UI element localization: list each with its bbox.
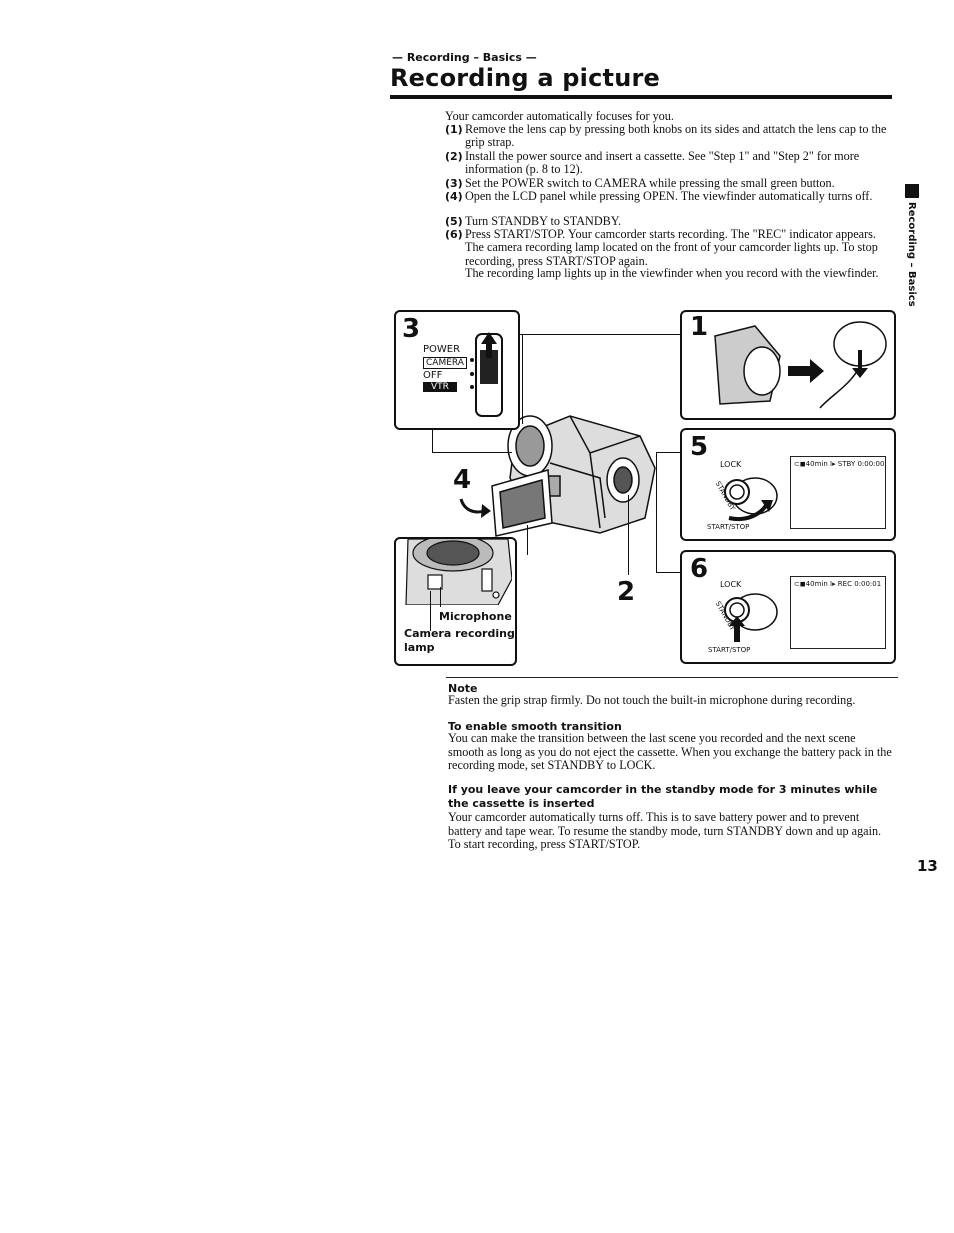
camcorder-illustration bbox=[491, 415, 656, 537]
step-3: (3) Set the POWER switch to CAMERA while… bbox=[445, 176, 890, 190]
connector-line bbox=[656, 452, 680, 453]
panel-2-number: 2 bbox=[617, 577, 636, 607]
step-4: (4) Open the LCD panel while pressing OP… bbox=[445, 189, 890, 203]
running-head: — Recording – Basics — bbox=[392, 51, 537, 64]
start-stop-button-icon bbox=[724, 593, 778, 642]
side-tab-label: Recording – Basics bbox=[906, 202, 917, 307]
step-text: Install the power source and insert a ca… bbox=[465, 149, 860, 177]
step-number: (3) bbox=[445, 177, 463, 190]
smooth-transition-text: You can make the transition between the … bbox=[448, 731, 892, 773]
camera-recording-lamp-label-2: lamp bbox=[404, 641, 435, 654]
lock-label: LOCK bbox=[720, 460, 742, 469]
vtr-label: VTR bbox=[423, 382, 457, 392]
panel-number: 6 bbox=[690, 554, 709, 584]
note-rule bbox=[446, 677, 898, 678]
standby-mode-heading: If you leave your camcorder in the stand… bbox=[448, 783, 878, 810]
step-6: (6) Press START/STOP. Your camcorder sta… bbox=[445, 227, 890, 268]
screen-readout: ⊂◼40min I▸ STBY 0:00:00 bbox=[794, 460, 885, 468]
off-label: OFF bbox=[423, 370, 443, 381]
connector-line bbox=[432, 428, 433, 453]
start-stop-label: START/STOP bbox=[707, 523, 750, 531]
step-number: (2) bbox=[445, 150, 463, 163]
viewfinder-screen: ⊂◼40min I▸ REC 0:00:01 bbox=[790, 576, 886, 649]
connector-line bbox=[432, 452, 512, 453]
connector-line bbox=[527, 525, 528, 555]
callout-line bbox=[440, 587, 441, 607]
smooth-transition-heading: To enable smooth transition bbox=[448, 720, 622, 733]
standby-dial-icon bbox=[724, 477, 778, 521]
intro-text: Your camcorder automatically focuses for… bbox=[445, 109, 674, 123]
step-5: (5) Turn STANDBY to STANDBY. bbox=[445, 214, 890, 228]
step-text: Set the POWER switch to CAMERA while pre… bbox=[465, 176, 835, 190]
panel-6: 6 LOCK STANDBY START/STOP ⊂◼40min I▸ REC… bbox=[680, 550, 896, 664]
note-text: Fasten the grip strap firmly. Do not tou… bbox=[448, 693, 856, 707]
callout-line bbox=[430, 591, 431, 631]
step-2: (2) Install the power source and insert … bbox=[445, 149, 890, 177]
screen-readout: ⊂◼40min I▸ REC 0:00:01 bbox=[794, 580, 882, 588]
step-number: (6) bbox=[445, 228, 463, 241]
start-stop-label: START/STOP bbox=[708, 646, 751, 654]
panel-1: 1 bbox=[680, 310, 896, 420]
panel-3: 3 POWER CAMERA OFF VTR bbox=[394, 310, 520, 430]
step-text: Turn STANDBY to STANDBY. bbox=[465, 214, 622, 228]
page-number: 13 bbox=[917, 857, 938, 875]
step-6-note: The recording lamp lights up in the view… bbox=[445, 266, 890, 280]
connector-line bbox=[522, 334, 523, 424]
step-1: (1) Remove the lens cap by pressing both… bbox=[445, 122, 890, 150]
connector-line bbox=[628, 495, 629, 575]
camera-label: CAMERA bbox=[423, 357, 467, 369]
panel-4-number: 4 bbox=[453, 465, 472, 495]
page-title: Recording a picture bbox=[390, 64, 660, 92]
connector-line bbox=[656, 452, 657, 572]
power-label: POWER bbox=[423, 344, 461, 355]
side-tab-marker bbox=[905, 184, 919, 198]
connector-line bbox=[656, 572, 680, 573]
curved-arrow-icon bbox=[459, 498, 491, 518]
step-text: Open the LCD panel while pressing OPEN. … bbox=[465, 189, 873, 203]
microphone-label: Microphone bbox=[439, 610, 512, 623]
step-number: (4) bbox=[445, 190, 463, 203]
microphone-inset: Microphone Camera recording lamp bbox=[394, 537, 517, 666]
step-number: (1) bbox=[445, 123, 463, 136]
lock-label: LOCK bbox=[720, 580, 742, 589]
panel-number: 3 bbox=[402, 314, 421, 344]
viewfinder-screen: ⊂◼40min I▸ STBY 0:00:00 bbox=[790, 456, 886, 529]
panel-number: 5 bbox=[690, 432, 709, 462]
step-text: Remove the lens cap by pressing both kno… bbox=[465, 122, 887, 150]
camera-recording-lamp-label: Camera recording bbox=[404, 627, 515, 640]
standby-mode-text: Your camcorder automatically turns off. … bbox=[448, 810, 882, 852]
connector-line bbox=[520, 334, 680, 335]
lens-cap-illustration bbox=[714, 321, 887, 409]
step-number: (5) bbox=[445, 215, 463, 228]
step-text: Press START/STOP. Your camcorder starts … bbox=[465, 227, 878, 268]
power-switch-icon bbox=[470, 332, 503, 417]
note-heading: Note bbox=[448, 682, 478, 695]
step-text: The recording lamp lights up in the view… bbox=[465, 266, 879, 280]
title-rule bbox=[390, 95, 892, 99]
camcorder-front-closeup bbox=[405, 539, 512, 605]
panel-number: 1 bbox=[690, 312, 709, 342]
panel-5: 5 LOCK STANDBY START/STOP ⊂◼40min I▸ STB… bbox=[680, 428, 896, 541]
